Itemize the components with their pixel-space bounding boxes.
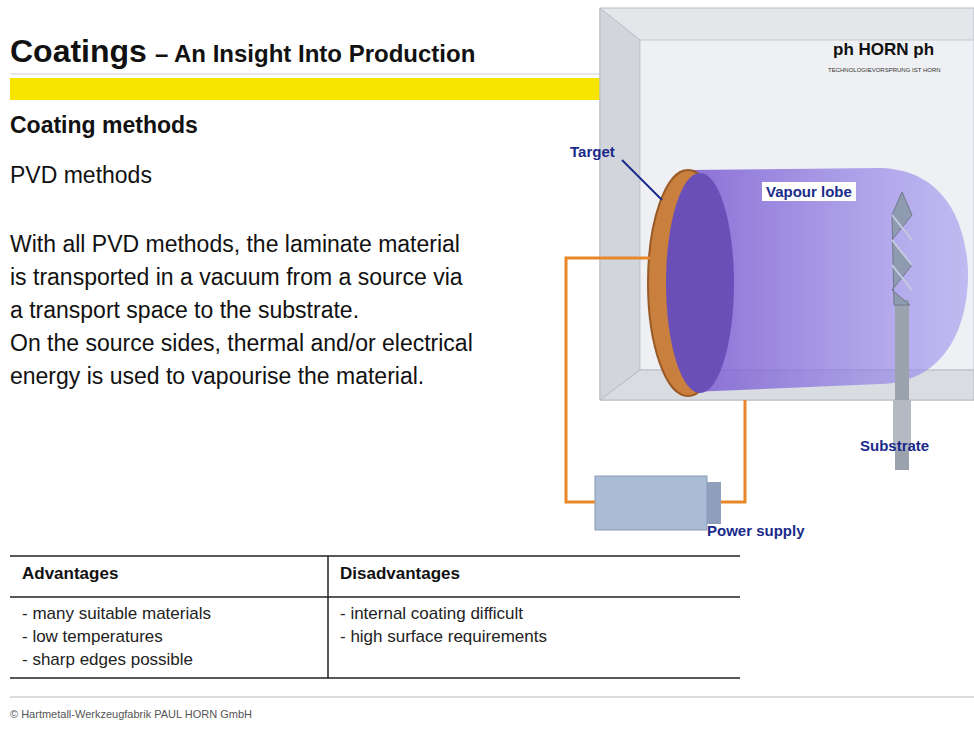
part-label: Substrate (860, 437, 929, 454)
logo-tagline: TECHNOLOGIEVORSPRUNG IST HORN (828, 67, 941, 73)
body-text: On the source sides, thermal and/or elec… (10, 327, 500, 393)
part-label: Target (570, 143, 615, 160)
table-cell: - many suitable materials (22, 604, 211, 624)
footer-copyright: © Hartmetall-Werkzeugfabrik PAUL HORN Gm… (10, 708, 252, 720)
part-label: Vapour lobe (762, 182, 856, 201)
body-text: With all PVD methods, the laminate mater… (10, 228, 480, 327)
table-header: Disadvantages (340, 564, 460, 584)
table-cell: - sharp edges possible (22, 650, 193, 670)
subheading: PVD methods (10, 162, 152, 189)
table-cell: - high surface requirements (340, 627, 547, 647)
part-label: Power supply (707, 522, 805, 539)
slide-title: Coatings (10, 33, 147, 70)
table-cell: - low temperatures (22, 627, 163, 647)
section-heading: Coating methods (10, 112, 198, 139)
table-cell: - internal coating difficult (340, 604, 523, 624)
logo-text: ph HORN ph (833, 40, 934, 60)
slide-subtitle: – An Insight Into Production (155, 40, 475, 68)
table-header: Advantages (22, 564, 118, 584)
